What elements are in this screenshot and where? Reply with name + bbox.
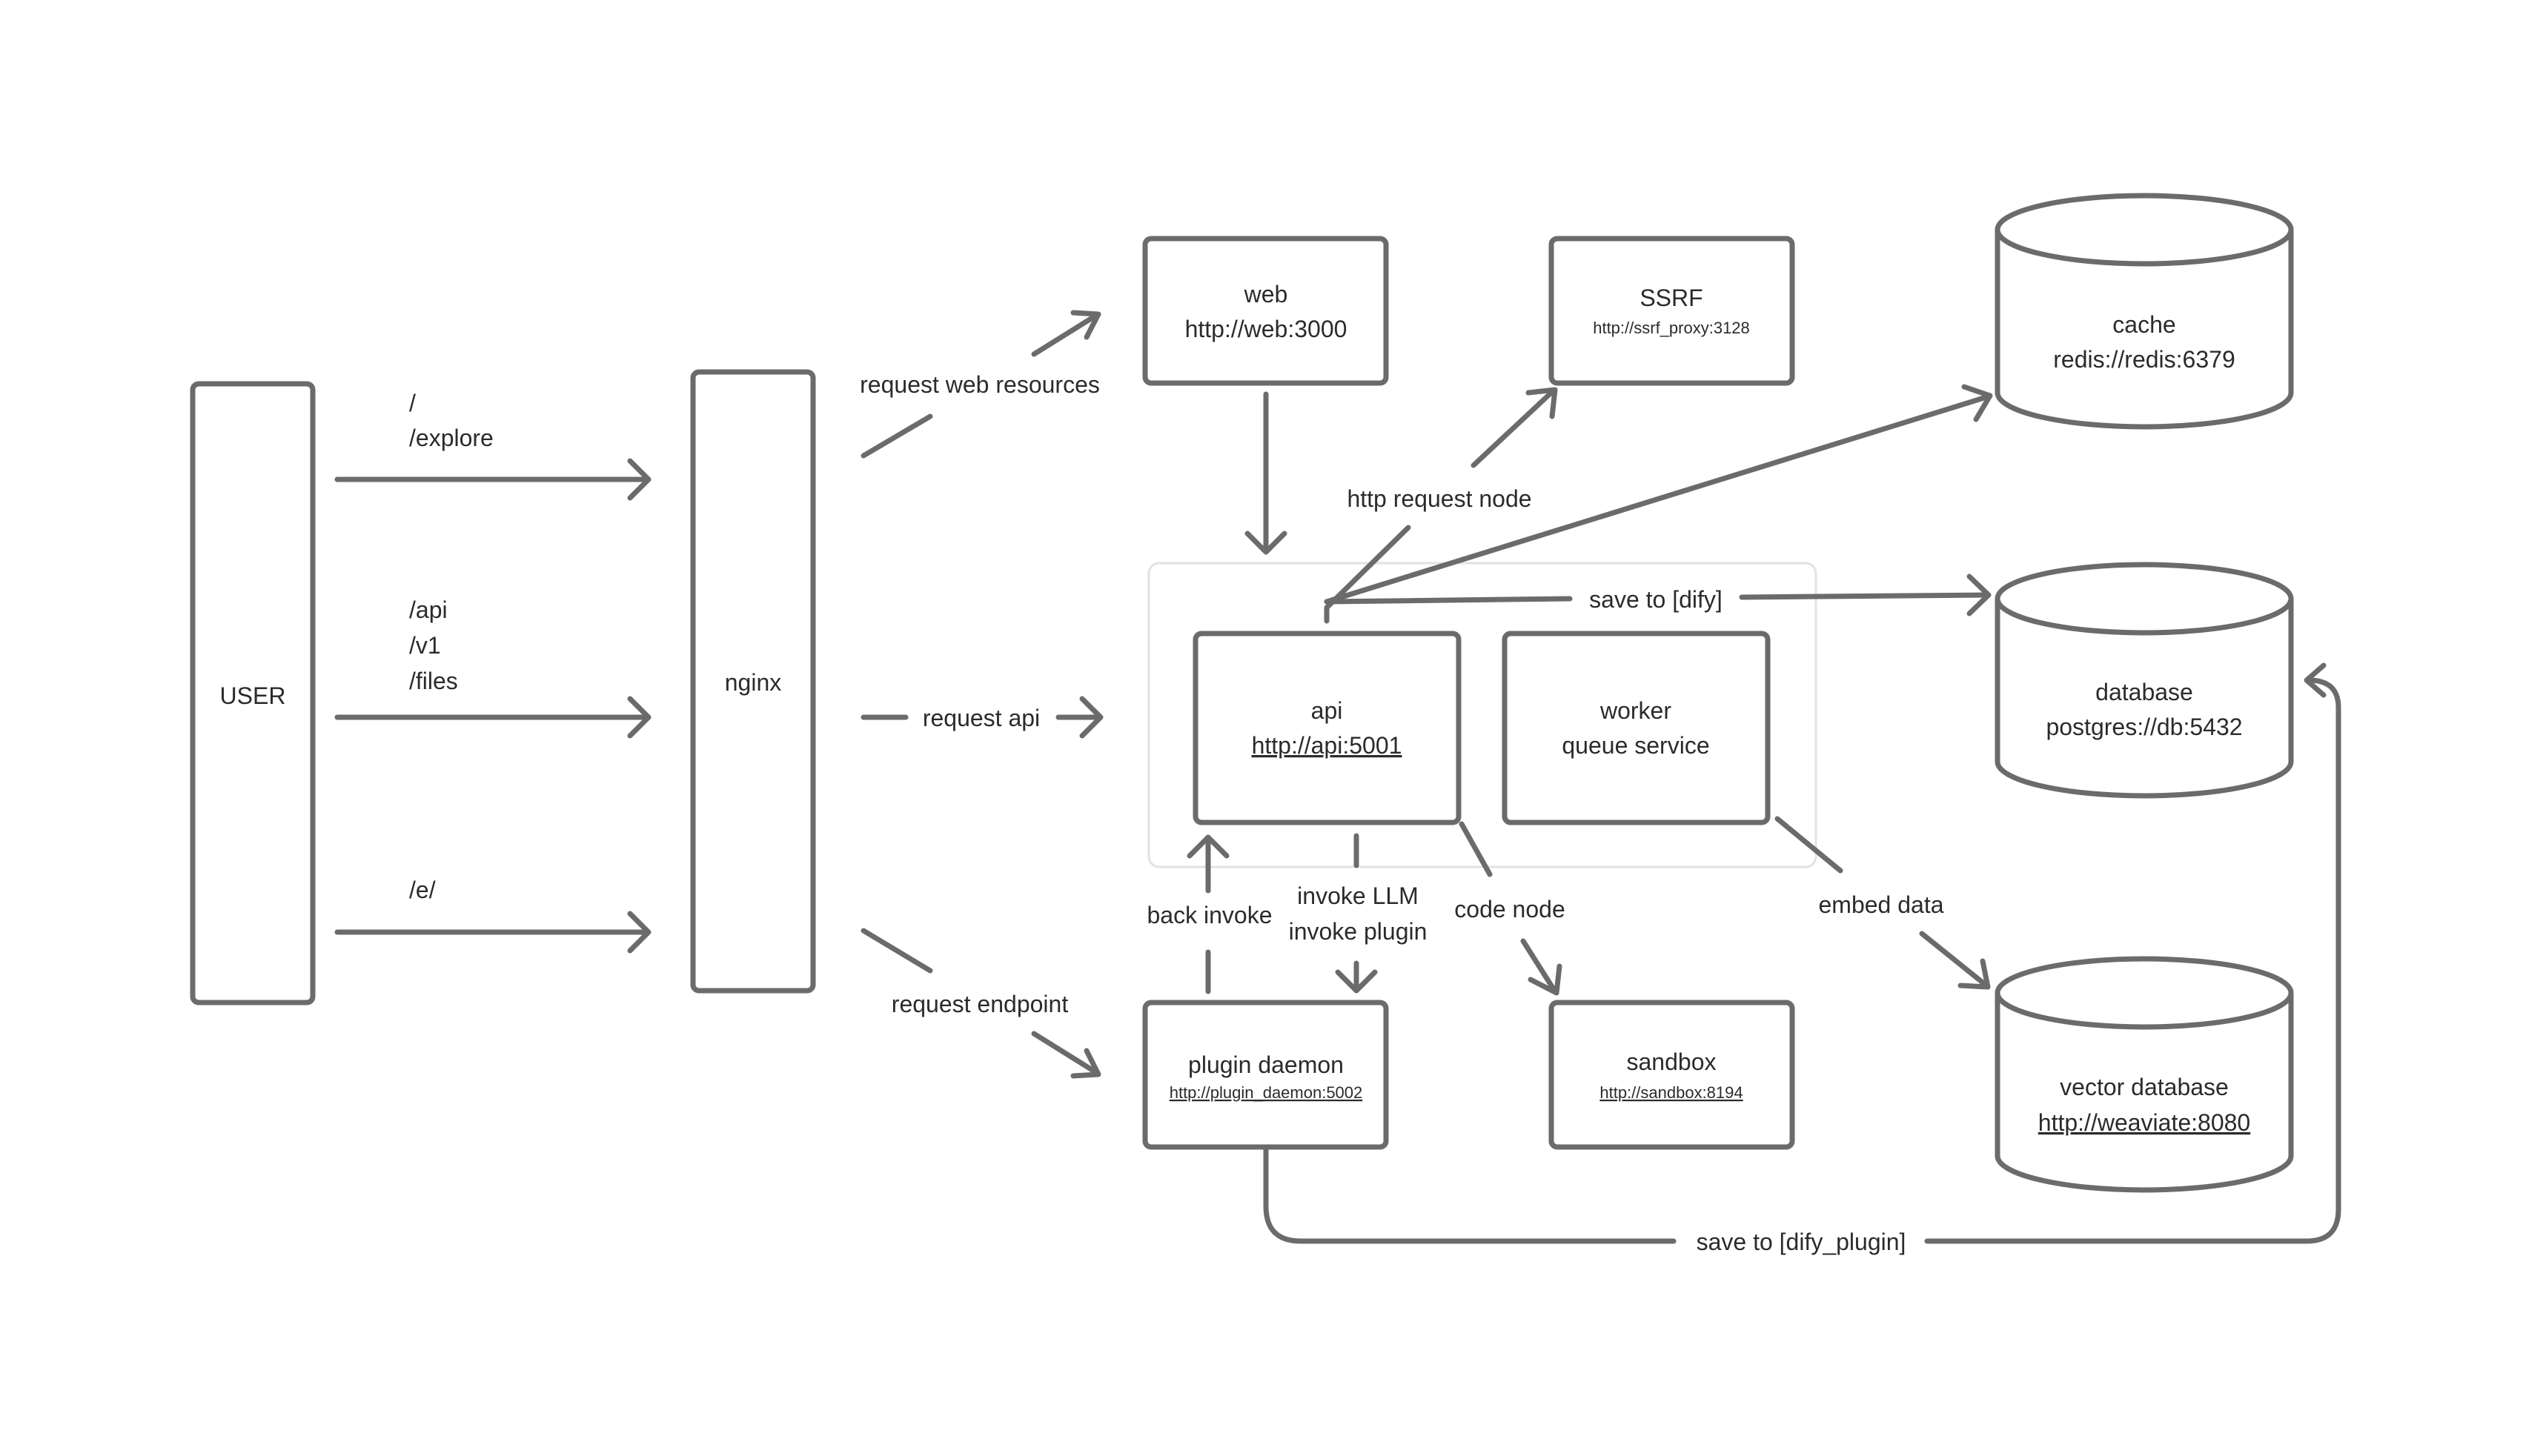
ssrf-node[interactable]: SSRF http://ssrf_proxy:3128 [1548, 236, 1795, 386]
ssrf-title: SSRF [1640, 285, 1703, 311]
label-request-web-resources: request web resources [860, 371, 1100, 398]
user-node[interactable]: USER [190, 381, 316, 1005]
edge-request-web-resources [861, 310, 1101, 459]
database-title: database [2095, 679, 2193, 705]
database-url: postgres://db:5432 [2046, 714, 2242, 740]
sandbox-url[interactable]: http://sandbox:8194 [1599, 1083, 1743, 1102]
label-save-to-dify-plugin: save to [dify_plugin] [1697, 1229, 1906, 1255]
edge-save-to-dify [1324, 574, 1992, 616]
cache-title: cache [2112, 311, 2175, 338]
label-save-to-dify: save to [dify] [1589, 586, 1723, 613]
nginx-label: nginx [725, 669, 782, 696]
api-worker-group [1147, 562, 1817, 868]
route-1-line-2: /explore [409, 425, 494, 451]
nginx-node[interactable]: nginx [690, 369, 816, 994]
web-title: web [1244, 281, 1288, 308]
edge-request-endpoint [861, 928, 1101, 1079]
vector-database-url[interactable]: http://weaviate:8080 [2038, 1109, 2250, 1136]
plugin-daemon-url[interactable]: http://plugin_daemon:5002 [1170, 1083, 1363, 1102]
edge-web-to-api [1244, 391, 1287, 555]
route-arrow-3 [334, 911, 652, 954]
worker-subtitle: queue service [1562, 732, 1709, 759]
edge-api-to-cache [1324, 384, 1993, 605]
ssrf-url: http://ssrf_proxy:3128 [1593, 319, 1750, 337]
worker-node[interactable]: worker queue service [1502, 631, 1771, 825]
label-request-endpoint: request endpoint [892, 991, 1069, 1017]
label-request-api: request api [923, 705, 1040, 731]
route-arrow-2 [334, 696, 652, 739]
route-3-line-1: /e/ [409, 877, 436, 903]
worker-title: worker [1599, 697, 1671, 724]
sandbox-node[interactable]: sandbox http://sandbox:8194 [1548, 1000, 1795, 1150]
sandbox-title: sandbox [1627, 1048, 1717, 1075]
edge-http-request-node [1324, 387, 1558, 624]
cache-node[interactable]: cache redis://redis:6379 [1995, 193, 2294, 430]
plugin-daemon-title: plugin daemon [1188, 1051, 1344, 1078]
edge-embed-data [1774, 816, 1991, 990]
edge-invoke-plugin [1335, 833, 1378, 994]
route-2-line-2: /v1 [409, 632, 441, 659]
route-2-line-1: /api [409, 596, 448, 623]
vector-database-title: vector database [2060, 1074, 2229, 1100]
web-url: http://web:3000 [1185, 316, 1347, 342]
edge-request-api [861, 696, 1104, 739]
route-1-line-1: / [409, 390, 416, 416]
plugin-daemon-node[interactable]: plugin daemon http://plugin_daemon:5002 [1142, 1000, 1389, 1150]
database-node[interactable]: database postgres://db:5432 [1995, 562, 2294, 799]
cache-url: redis://redis:6379 [2053, 346, 2235, 373]
route-2-line-3: /files [409, 668, 458, 694]
api-node[interactable]: api http://api:5001 [1193, 631, 1462, 825]
edge-code-node [1459, 821, 1562, 996]
label-back-invoke: back invoke [1147, 902, 1273, 928]
user-label: USER [220, 682, 286, 709]
api-url[interactable]: http://api:5001 [1252, 732, 1402, 759]
edge-back-invoke [1187, 834, 1230, 994]
label-code-node: code node [1454, 896, 1565, 923]
label-invoke-plugin: invoke plugin [1289, 918, 1428, 945]
web-node[interactable]: web http://web:3000 [1142, 236, 1389, 386]
label-embed-data: embed data [1818, 891, 1943, 918]
api-title: api [1311, 697, 1343, 724]
route-arrow-1 [334, 458, 652, 501]
vector-database-node[interactable]: vector database http://weaviate:8080 [1995, 956, 2294, 1193]
label-http-request-node: http request node [1347, 485, 1531, 512]
edge-save-to-dify-plugin [1263, 662, 2341, 1244]
label-invoke-llm: invoke LLM [1297, 882, 1419, 909]
